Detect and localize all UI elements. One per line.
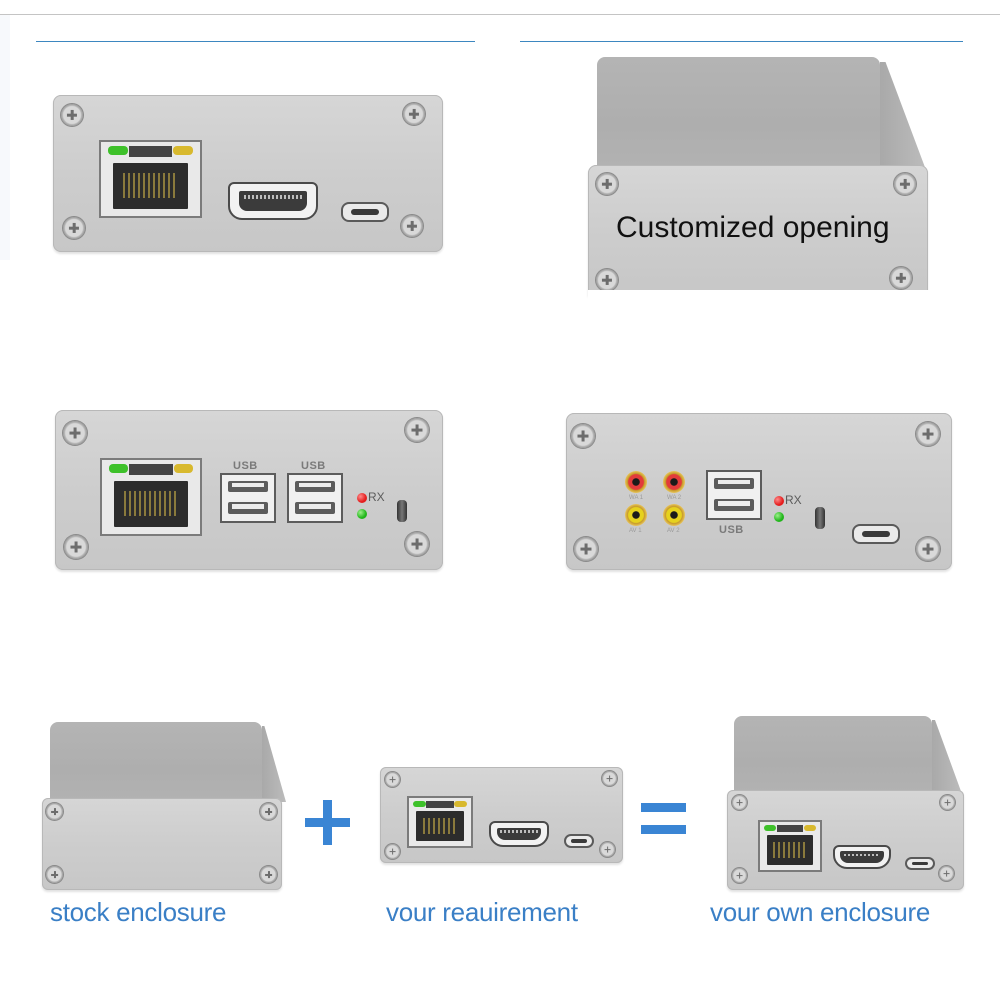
screw-icon — [940, 795, 955, 810]
ethernet-port-icon — [100, 458, 202, 536]
red-led-icon — [774, 496, 784, 506]
screw-icon — [732, 795, 747, 810]
plus-icon — [323, 800, 332, 845]
caption-your-requirement: vour reauirement — [386, 897, 578, 927]
rx-label: RX — [785, 493, 802, 507]
screw-icon — [405, 418, 429, 442]
screw-icon — [600, 842, 615, 857]
rca-yellow-jack-icon — [625, 504, 647, 526]
red-led-icon — [357, 493, 367, 503]
front-panel-rj45-hdmi — [53, 95, 443, 252]
screw-icon — [939, 866, 954, 881]
requirement-panel — [380, 767, 623, 863]
enclosure-side-face — [262, 726, 286, 802]
usb-label: USB — [301, 460, 326, 472]
front-panel-rca-usb: WA 1 WA 2 AV 1 AV 2 USB RX — [566, 413, 952, 570]
ethernet-port-icon — [407, 796, 473, 848]
rca-yellow-jack-icon — [663, 504, 685, 526]
customized-opening-label: Customized opening — [616, 211, 890, 244]
screw-icon — [401, 215, 423, 237]
screw-icon — [385, 772, 400, 787]
equals-icon — [641, 825, 686, 834]
rca-label: WA 1 — [629, 495, 644, 501]
screw-icon — [63, 421, 87, 445]
usb-label: USB — [719, 524, 744, 536]
micro-usb-port-icon — [564, 834, 594, 848]
screw-icon — [602, 771, 617, 786]
screw-icon — [46, 803, 63, 820]
dual-usb-port-icon — [220, 473, 276, 523]
screw-icon — [574, 537, 598, 561]
stock-enclosure-front — [42, 798, 282, 890]
green-led-icon — [774, 512, 784, 522]
caption-your-own-enclosure: vour own enclosure — [710, 897, 931, 927]
enclosure-side-face — [880, 62, 926, 170]
toggle-switch-icon — [815, 507, 825, 529]
micro-usb-port-icon — [341, 202, 389, 222]
screw-icon — [385, 844, 400, 859]
screw-icon — [890, 267, 912, 289]
screw-icon — [260, 803, 277, 820]
screw-icon — [916, 537, 940, 561]
section-divider-left — [36, 41, 475, 42]
toggle-switch-icon — [397, 500, 407, 522]
enclosure-side-face — [932, 720, 962, 794]
screw-icon — [405, 532, 429, 556]
front-panel-rj45-usb: USB USB RX — [55, 410, 443, 570]
screw-icon — [46, 866, 63, 883]
screw-icon — [403, 103, 425, 125]
screw-icon — [916, 422, 940, 446]
crop-edge — [588, 290, 933, 300]
ethernet-port-icon — [99, 140, 202, 218]
screw-icon — [61, 104, 83, 126]
enclosure-top-face — [50, 722, 262, 802]
screw-icon — [64, 535, 88, 559]
enclosure-top-face — [597, 57, 880, 169]
green-led-icon — [357, 509, 367, 519]
dual-usb-port-icon — [287, 473, 343, 523]
dual-usb-port-icon — [706, 470, 762, 520]
screw-icon — [260, 866, 277, 883]
section-divider-right — [520, 41, 963, 42]
screw-icon — [894, 173, 916, 195]
enclosure-top-face — [734, 716, 932, 794]
micro-usb-port-icon — [905, 857, 935, 870]
screw-icon — [63, 217, 85, 239]
own-enclosure-front — [727, 790, 964, 890]
screw-icon — [596, 173, 618, 195]
usb-label: USB — [233, 460, 258, 472]
top-divider — [0, 14, 1000, 15]
front-panel-custom: Customized opening — [588, 165, 928, 295]
rca-label: AV 2 — [667, 528, 680, 534]
hdmi-port-icon — [833, 845, 891, 869]
left-edge-strip — [0, 15, 10, 260]
rca-label: AV 1 — [629, 528, 642, 534]
micro-usb-port-icon — [852, 524, 900, 544]
rx-label: RX — [368, 490, 385, 504]
hdmi-port-icon — [228, 182, 318, 220]
hdmi-port-icon — [489, 821, 549, 847]
equals-icon — [641, 803, 686, 812]
rca-red-jack-icon — [625, 471, 647, 493]
caption-stock-enclosure: stock enclosure — [50, 897, 227, 927]
screw-icon — [596, 269, 618, 291]
screw-icon — [732, 868, 747, 883]
rca-red-jack-icon — [663, 471, 685, 493]
ethernet-port-icon — [758, 820, 822, 872]
rca-label: WA 2 — [667, 495, 682, 501]
screw-icon — [571, 424, 595, 448]
